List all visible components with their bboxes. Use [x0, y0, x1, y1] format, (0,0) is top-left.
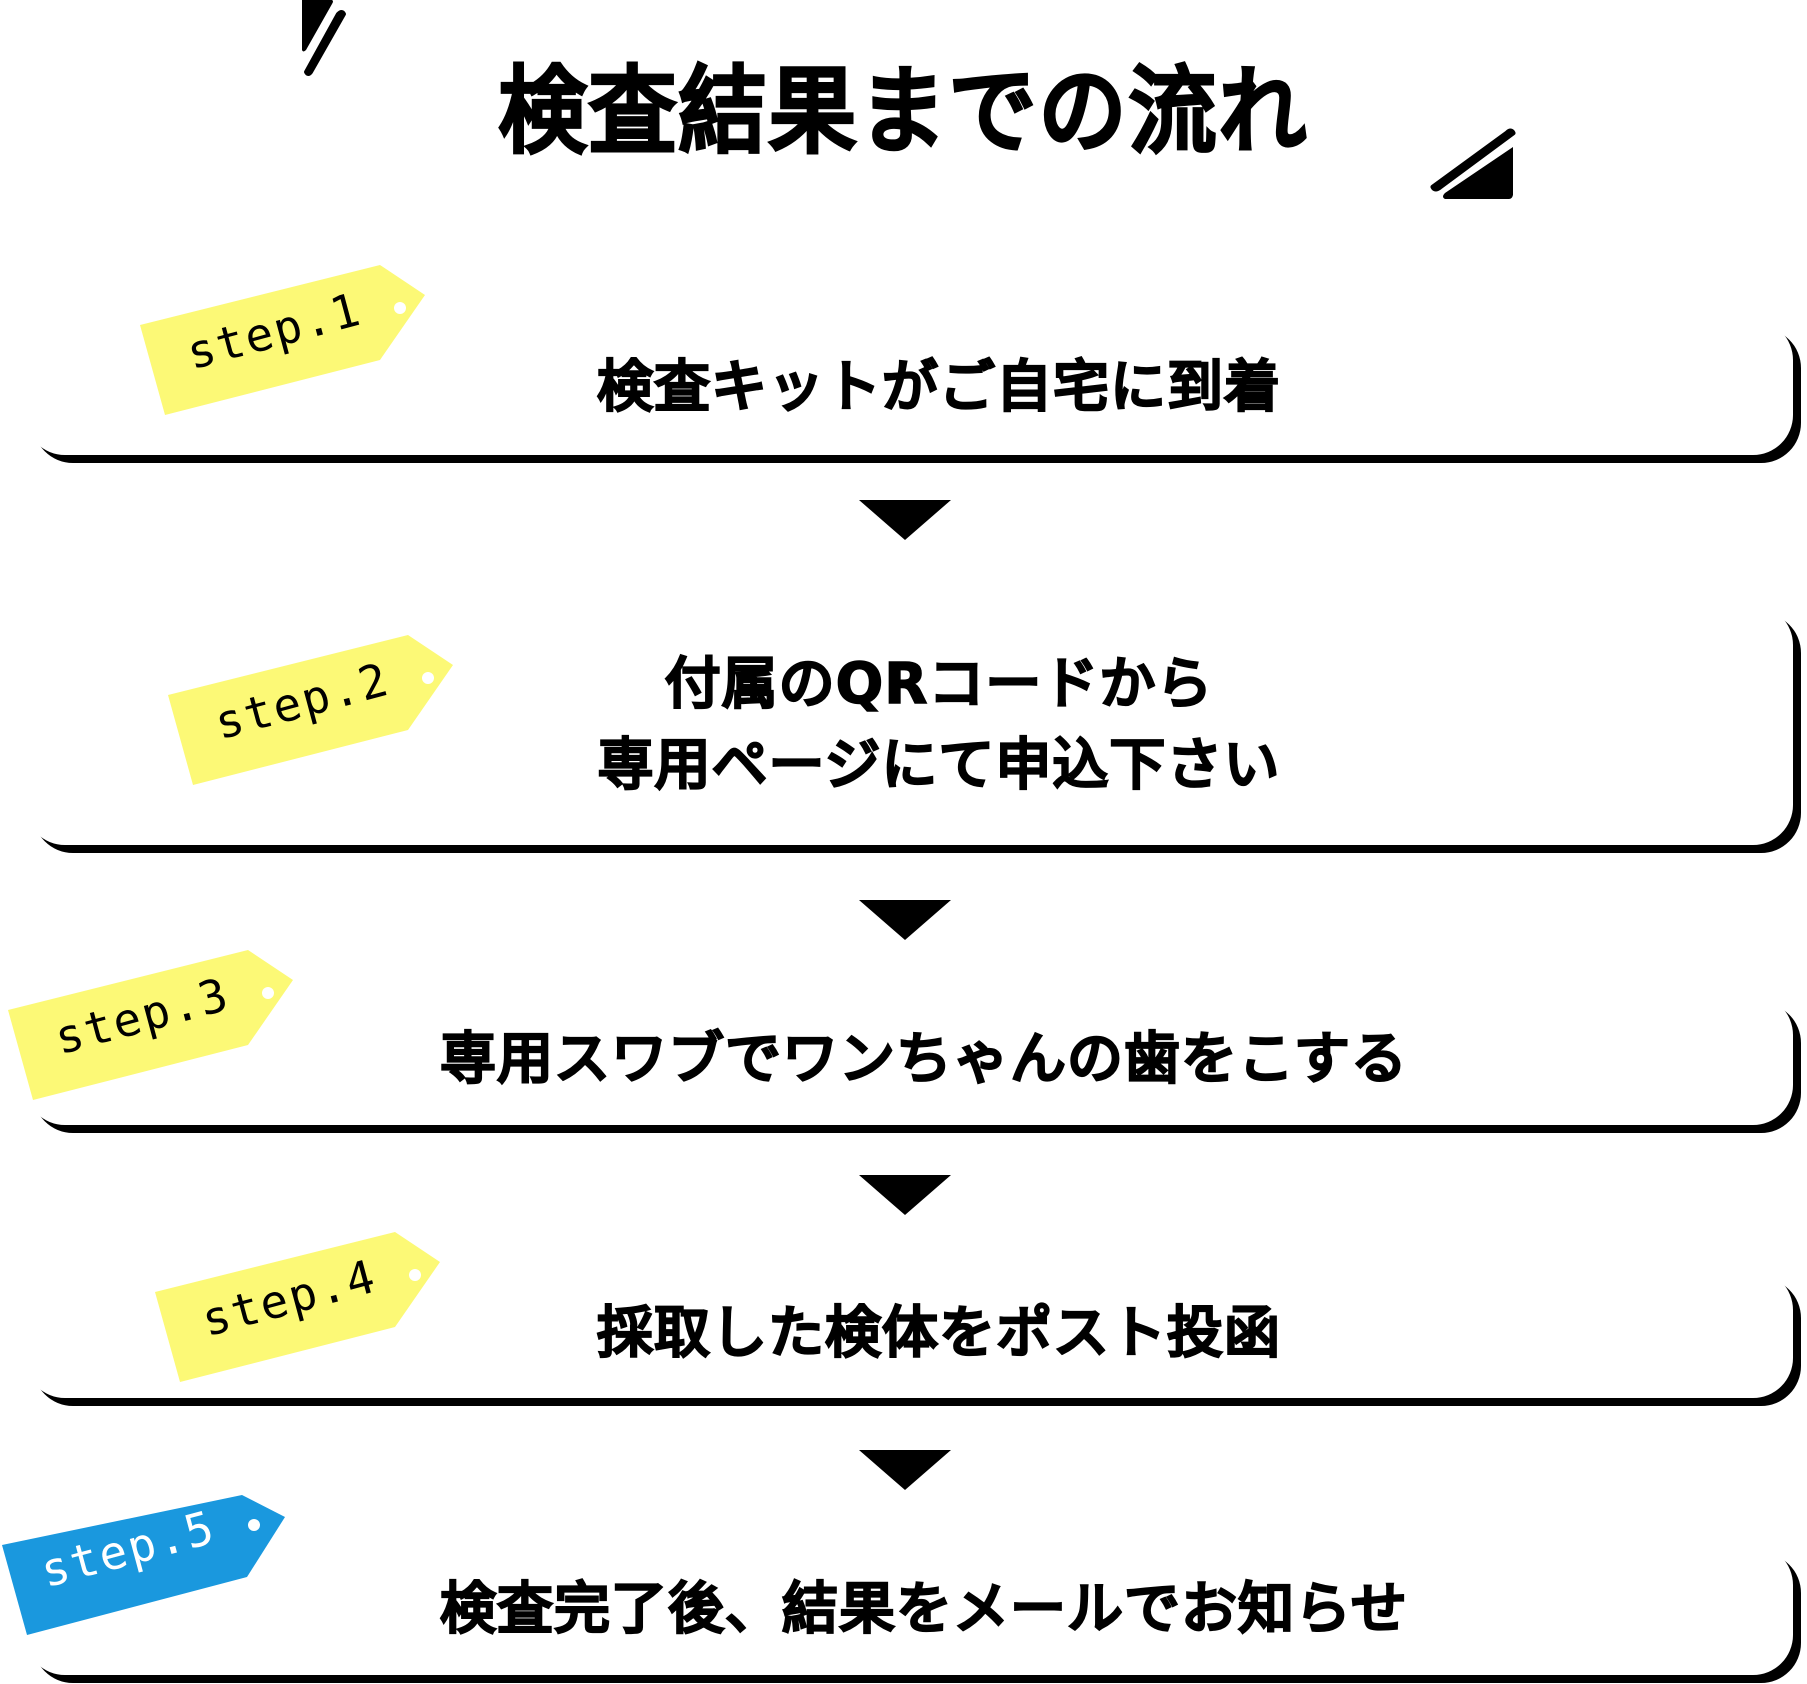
step-card-3: 専用スワブでワンちゃんの歯をこする	[25, 995, 1793, 1125]
step-1-text: 検査キットがご自宅に到着	[25, 320, 1793, 455]
page-title: 検査結果までの流れ	[497, 54, 1309, 167]
step-tag-2: step.2	[168, 635, 453, 785]
down-triangle-icon	[859, 900, 951, 940]
down-triangle-icon	[859, 1175, 951, 1215]
tag-shape	[140, 265, 425, 415]
down-triangle-icon	[859, 1450, 951, 1490]
down-triangle-icon	[859, 500, 951, 540]
step-3-text: 専用スワブでワンちゃんの歯をこする	[25, 995, 1793, 1125]
step-4-line-1: 採取した検体をポスト投函	[596, 1301, 1281, 1368]
step-3-line-1: 専用スワブでワンちゃんの歯をこする	[439, 1027, 1408, 1094]
step-1-line-1: 検査キットがご自宅に到着	[596, 354, 1281, 421]
step-card-2: 付属のQRコードから 専用ページにて申込下さい	[25, 605, 1793, 845]
step-tag-1: step.1	[140, 265, 425, 415]
tag-shape	[168, 635, 453, 785]
step-tag-3: step.3	[8, 950, 293, 1100]
step-2-line-1: 付属のQRコードから	[664, 651, 1214, 718]
tag-hole-icon	[248, 1519, 260, 1531]
step-4-text: 採取した検体をポスト投函	[25, 1270, 1793, 1398]
step-5-line-1: 検査完了後、結果をメールでお知らせ	[439, 1577, 1408, 1644]
slash-decoration-bottom-right	[1430, 128, 1516, 199]
tag-hole-icon	[262, 987, 274, 999]
tag-shape	[155, 1232, 440, 1382]
page-title-container: 検査結果までの流れ	[0, 40, 1807, 167]
tag-hole-icon	[422, 672, 434, 684]
tag-hole-icon	[394, 302, 406, 314]
slash-decoration-top-left	[302, 0, 346, 76]
step-tag-4: step.4	[155, 1232, 440, 1382]
step-2-line-2: 専用ページにて申込下さい	[597, 732, 1281, 799]
step-5-text: 検査完了後、結果をメールでお知らせ	[25, 1545, 1793, 1675]
tag-hole-icon	[409, 1269, 421, 1281]
tag-shape	[2, 1495, 285, 1635]
step-card-5: 検査完了後、結果をメールでお知らせ	[25, 1545, 1793, 1675]
step-2-text: 付属のQRコードから 専用ページにて申込下さい	[25, 605, 1793, 845]
tag-shape	[8, 950, 293, 1100]
step-tag-5: step.5	[2, 1495, 285, 1635]
